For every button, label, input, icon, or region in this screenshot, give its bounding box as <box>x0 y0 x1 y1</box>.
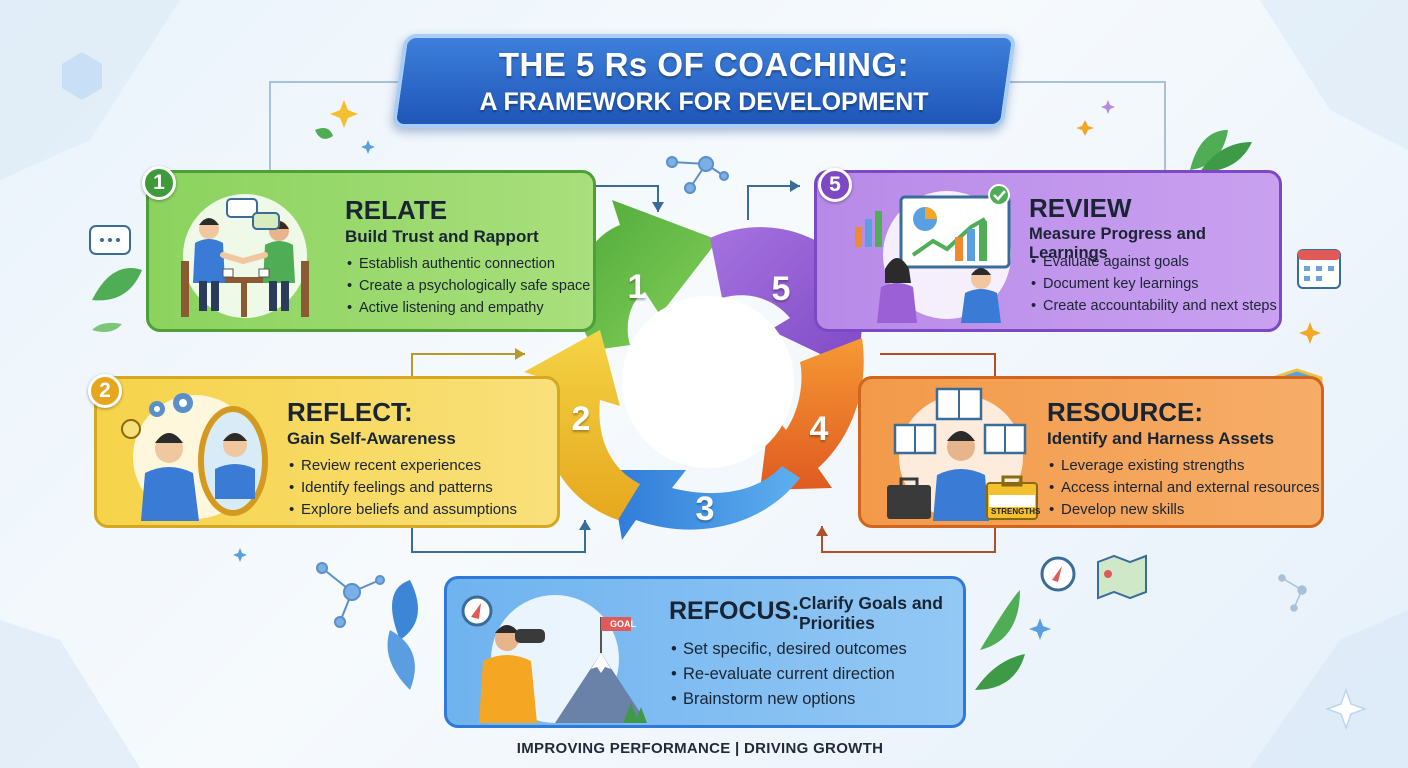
refocus-heading: REFOCUS: <box>669 597 800 625</box>
review-bullet-2: Document key learnings <box>1031 273 1277 295</box>
card-resource: STRENGTHS RESOURCE: Identify and Harness… <box>858 376 1324 528</box>
card-relate: RELATE Build Trust and Rapport Establish… <box>146 170 596 332</box>
cycle-number-1: 1 <box>627 267 647 306</box>
card-review: REVIEW Measure Progress and Learnings Ev… <box>814 170 1282 332</box>
badge-2: 2 <box>88 374 122 408</box>
review-heading: REVIEW <box>1029 193 1132 223</box>
resource-bullet-2: Access internal and external resources <box>1049 477 1319 499</box>
reflect-illustration <box>121 393 268 521</box>
reflect-bullets: Review recent experiences Identify feeli… <box>289 455 517 521</box>
resource-illustration <box>887 387 1038 521</box>
cycle-number-3: 3 <box>695 489 715 528</box>
relate-subheading: Build Trust and Rapport <box>345 227 539 246</box>
relate-bullet-2: Create a psychologically safe space <box>347 275 590 297</box>
card-refocus: GOAL REFOCUS: Clarify Goals and Prioriti… <box>444 576 966 728</box>
reflect-subheading: Gain Self-Awareness <box>287 429 456 448</box>
relate-bullet-3: Active listening and empathy <box>347 297 590 319</box>
refocus-subheading: Clarify Goals and Priorities <box>799 593 943 633</box>
resource-bullet-1: Leverage existing strengths <box>1049 455 1319 477</box>
footer-tagline: IMPROVING PERFORMANCE | DRIVING GROWTH <box>516 740 884 757</box>
resource-heading: RESOURCE: <box>1047 397 1204 427</box>
refocus-bullet-1: Set specific, desired outcomes <box>671 637 907 662</box>
cycle-segment-4 <box>760 338 864 490</box>
cycle-number-2: 2 <box>571 399 591 438</box>
badge-1: 1 <box>142 166 176 200</box>
refocus-bullet-3: Brainstorm new options <box>671 687 907 712</box>
reflect-bullet-1: Review recent experiences <box>289 455 517 477</box>
review-illustration <box>855 184 1011 323</box>
cycle-center <box>622 296 794 468</box>
refocus-bullets: Set specific, desired outcomes Re-evalua… <box>671 637 907 712</box>
resource-bullets: Leverage existing strengths Access inter… <box>1049 455 1319 521</box>
cycle-segment-1 <box>576 200 718 350</box>
cycle-number-5: 5 <box>771 269 791 308</box>
relate-illustration <box>181 194 309 318</box>
reflect-bullet-3: Explore beliefs and assumptions <box>289 499 517 521</box>
cycle-number-4: 4 <box>809 409 829 448</box>
page-title: THE 5 Rs OF COACHING: A FRAMEWORK FOR DE… <box>398 34 1010 128</box>
strengths-label: STRENGTHS <box>991 507 1041 516</box>
review-bullet-3: Create accountability and next steps <box>1031 295 1277 317</box>
cycle-segment-3 <box>610 466 800 540</box>
title-line-1: THE 5 Rs OF COACHING: <box>498 45 910 83</box>
card-reflect: REFLECT: Gain Self-Awareness Review rece… <box>94 376 560 528</box>
refocus-illustration <box>461 595 647 723</box>
relate-bullets: Establish authentic connection Create a … <box>347 253 590 319</box>
review-bullet-1: Evaluate against goals <box>1031 251 1277 273</box>
goal-label: GOAL <box>610 619 636 629</box>
relate-bullet-1: Establish authentic connection <box>347 253 590 275</box>
resource-subheading: Identify and Harness Assets <box>1047 429 1275 448</box>
badge-5: 5 <box>818 168 852 202</box>
resource-bullet-3: Develop new skills <box>1049 499 1319 521</box>
review-bullets: Evaluate against goals Document key lear… <box>1031 251 1277 317</box>
reflect-heading: REFLECT: <box>287 397 413 427</box>
relate-heading: RELATE <box>345 195 448 225</box>
title-line-2: A FRAMEWORK FOR DEVELOPMENT <box>479 87 929 116</box>
refocus-bullet-2: Re-evaluate current direction <box>671 662 907 687</box>
reflect-bullet-2: Identify feelings and patterns <box>289 477 517 499</box>
